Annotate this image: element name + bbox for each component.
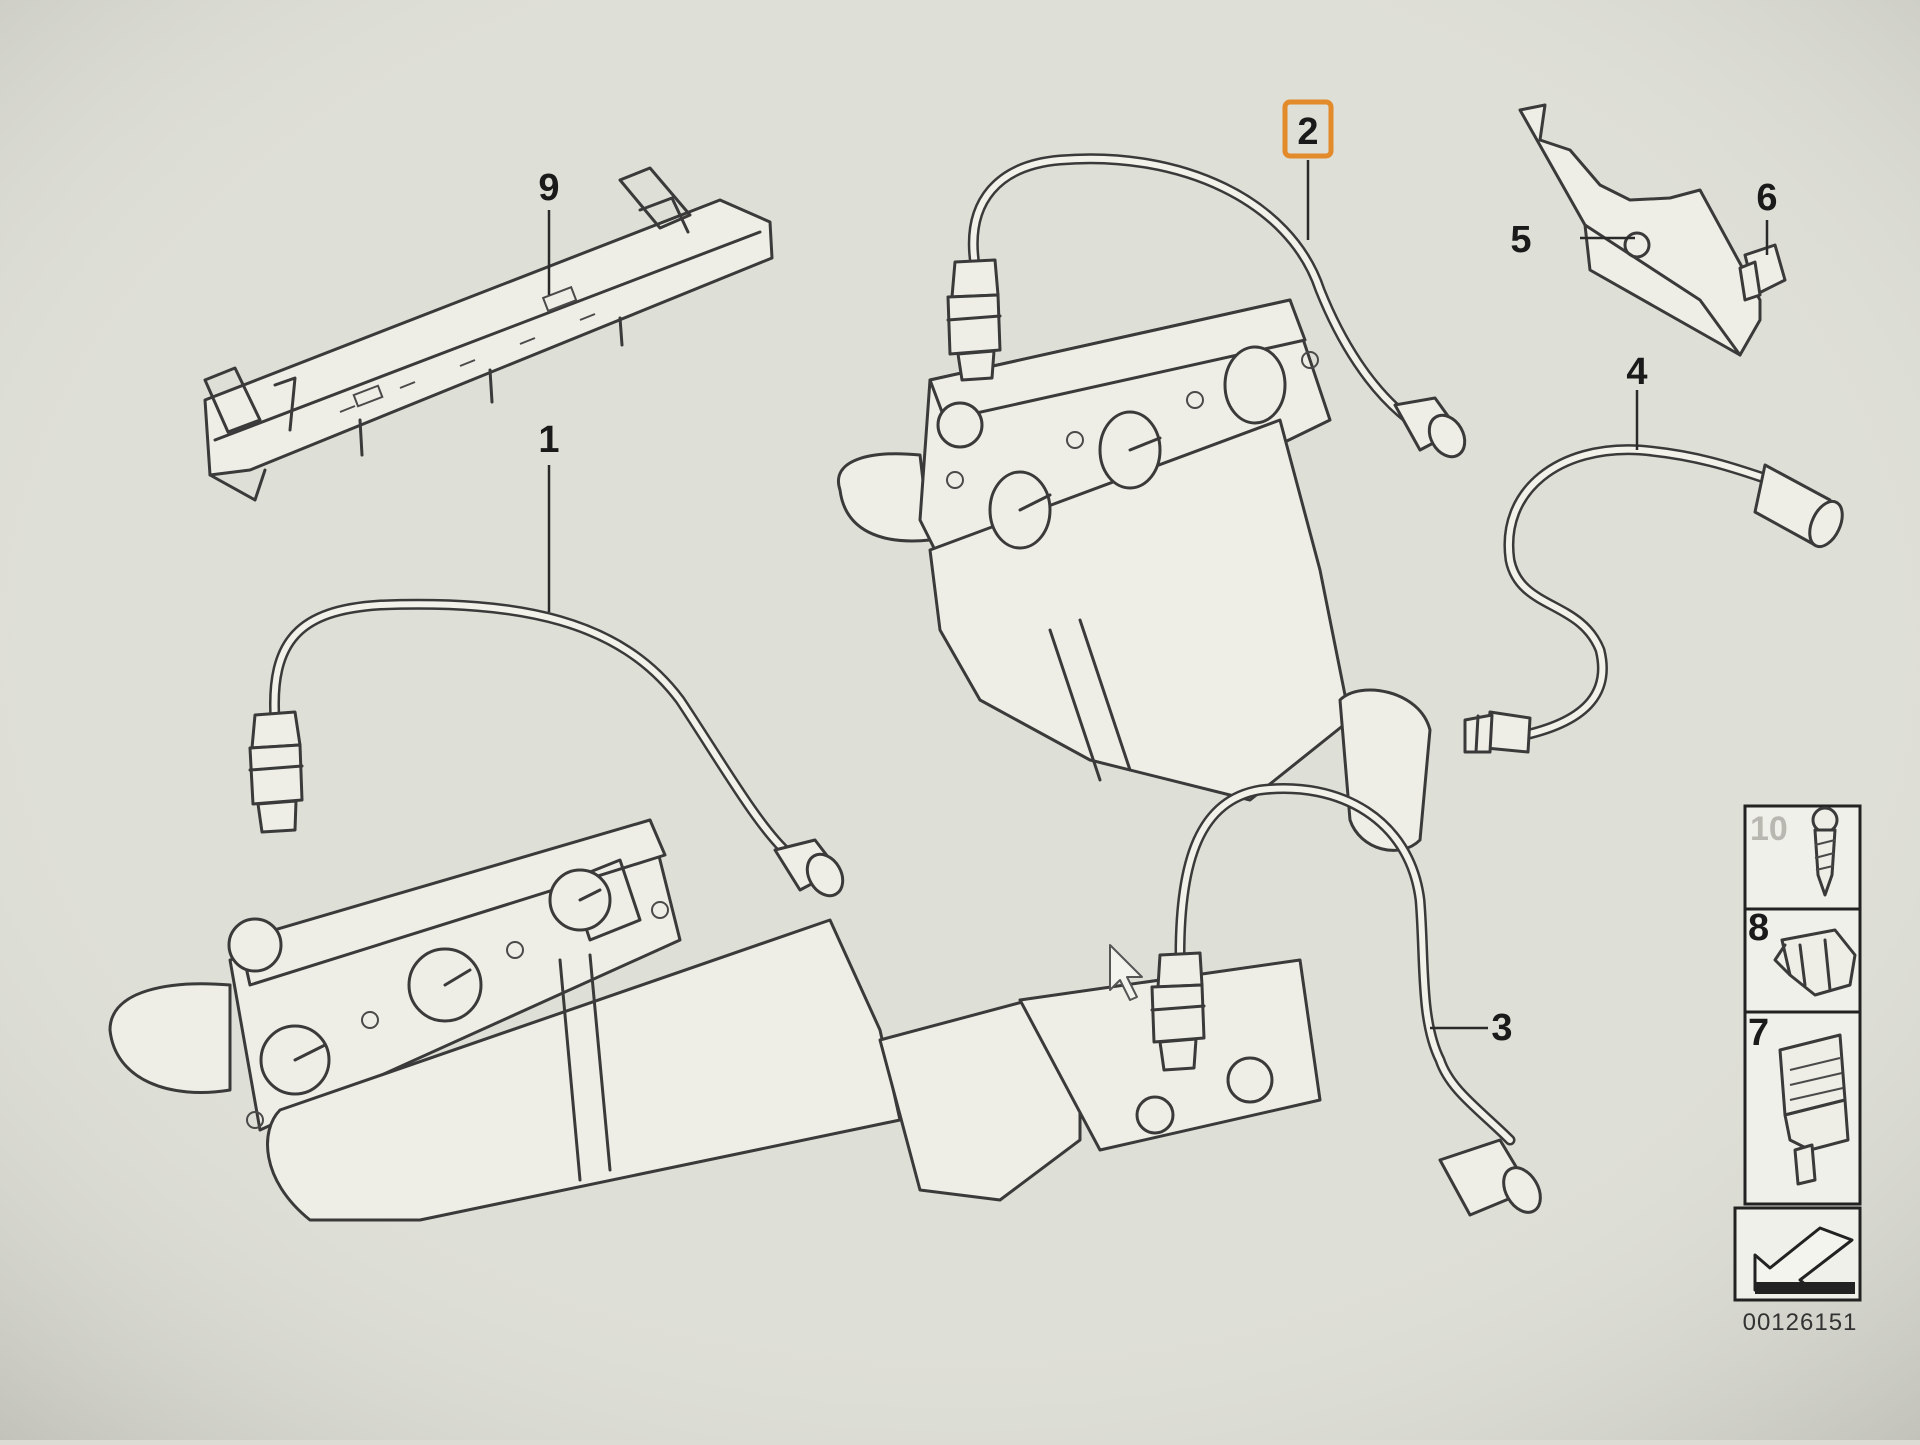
oxygen-sensor-1 [248,598,845,898]
legend-label-10[interactable]: 10 [1750,810,1788,848]
heat-shield-bracket [1518,103,1762,357]
label-9[interactable]: 9 [538,167,559,209]
screw-icon [1811,806,1839,897]
oxygen-sensor-3 [1150,783,1542,1217]
diagram-number: 00126151 [1743,1309,1858,1336]
oxygen-sensor-4 [1463,444,1844,754]
bracket-clip-icon [1778,1033,1850,1186]
label-1[interactable]: 1 [538,419,559,461]
retaining-clip-6 [1738,243,1787,302]
mouse-pointer-icon [1109,944,1143,1001]
label-3[interactable]: 3 [1491,1007,1512,1049]
legend-panel: 10 8 7 00126151 [1733,804,1862,1336]
wiring-holder-rail [203,166,774,502]
label-2[interactable]: 2 [1297,111,1318,153]
direction-arrow-icon [1753,1226,1855,1294]
leader-lines [547,160,1769,1030]
label-4[interactable]: 4 [1626,351,1647,393]
clip-icon [1773,928,1857,997]
highlight-box [1282,99,1334,159]
label-5[interactable]: 5 [1510,219,1531,261]
legend-label-7[interactable]: 7 [1748,1012,1769,1054]
legend-label-8[interactable]: 8 [1748,907,1769,949]
label-6[interactable]: 6 [1756,177,1777,219]
part-labels: 9 1 2 5 6 4 3 [538,99,1778,1049]
oxygen-sensor-2 [946,153,1467,459]
exhaust-manifold-right [837,298,1432,852]
